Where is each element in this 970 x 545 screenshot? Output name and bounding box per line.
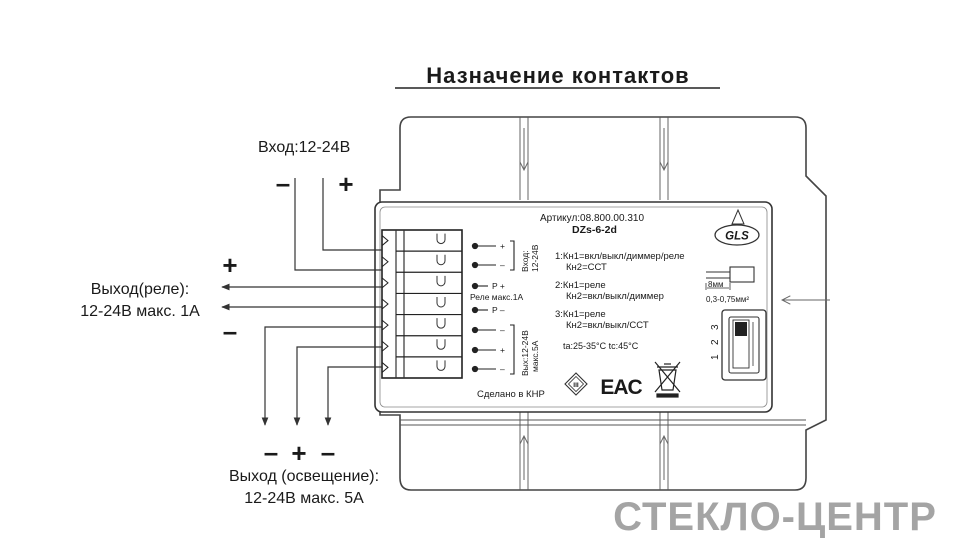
strip-length: 8мм (708, 280, 723, 289)
terminal-in-label-a: Вход: (520, 250, 530, 272)
relay-plus-sign: + (222, 250, 237, 280)
gls-logo-text: GLS (725, 231, 749, 243)
mode-1-line2: Кн2=ССТ (566, 262, 607, 273)
terminal-relay-plus: P + (492, 281, 505, 291)
relay-output-line1: Выход(реле): (91, 281, 189, 298)
terminal-notch (381, 319, 389, 331)
switch-position-1: 1 (710, 354, 721, 360)
switch-position-3: 3 (710, 324, 721, 330)
temperature-rating: ta:25-35°C tc:45°C (563, 341, 639, 351)
eac-mark: EAC (600, 376, 642, 399)
terminal-notch (381, 340, 389, 352)
terminal-notch (381, 362, 389, 373)
light-minus-sign-2: – (321, 437, 335, 467)
watermark-text: СТЕКЛО-ЦЕНТР (613, 495, 937, 539)
relay-output-line2: 12-24В макс. 1А (80, 303, 200, 320)
switch-position-2: 2 (710, 339, 721, 345)
input-label: Вход:12-24В (258, 139, 350, 156)
wire-strip-icon (705, 266, 755, 290)
mode-3-line2: Кн2=вкл/выкл/ССТ (566, 320, 649, 331)
terminal-notch (381, 298, 389, 310)
class-iii-icon: III (564, 372, 588, 396)
terminal-in-label-b: 12-24В (530, 244, 540, 272)
light-plus-sign: + (291, 438, 306, 468)
terminal-screw-icon (436, 360, 446, 371)
light-output-line1: Выход (освещение): (229, 468, 379, 485)
made-in-label: Сделано в КНР (477, 389, 545, 400)
terminal-out-label-a: Вых:12-24В (520, 330, 530, 376)
light-minus-sign-1: – (264, 437, 278, 467)
terminal-block (381, 229, 463, 379)
light-output-line2: 12-24В макс. 5А (244, 490, 364, 507)
mode-switch[interactable] (721, 309, 767, 381)
terminal-screw-icon (436, 254, 446, 266)
terminal-screw-icon (436, 233, 446, 245)
page-title: Назначение контактов (426, 63, 689, 88)
terminal-screw-icon (436, 297, 446, 308)
terminal-out-label-b: макс.5А (530, 340, 540, 372)
mode-switch-slider[interactable] (735, 322, 747, 336)
terminal-out-minus-1: – (500, 325, 505, 335)
weee-bin-icon (654, 361, 681, 398)
mode-list: 1:Кн1=вкл/выкл/диммер/реле Кн2=ССТ 2:Кн1… (555, 251, 685, 331)
wire-section: 0,3-0,75мм² (706, 295, 749, 304)
terminal-in-plus: + (500, 241, 505, 251)
gls-logo: GLS (714, 208, 760, 246)
mode-3-line1: 3:Кн1=реле (555, 309, 606, 320)
terminal-screw-icon (436, 318, 446, 329)
terminal-notch (381, 235, 389, 246)
relay-minus-sign: – (223, 316, 237, 346)
terminal-relay-minus: P – (492, 305, 505, 315)
terminal-relay-max: Реле макс.1А (470, 292, 524, 302)
class-iii-text: III (573, 382, 579, 389)
mode-2-line2: Кн2=вкл/выкл/диммер (566, 291, 664, 302)
mode-1-line1: 1:Кн1=вкл/выкл/диммер/реле (555, 251, 685, 262)
terminal-out-minus-2: – (500, 364, 505, 374)
terminal-notch (381, 256, 389, 268)
terminal-labels: + – P + Реле макс.1А P – – + – Вход: 12-… (470, 240, 540, 376)
terminal-screw-icon (436, 339, 446, 350)
mode-2-line1: 2:Кн1=реле (555, 280, 606, 291)
input-minus-sign: – (276, 168, 290, 198)
terminal-screw-icon (436, 275, 446, 287)
terminal-notch (381, 277, 389, 289)
external-wiring (221, 178, 382, 426)
terminal-in-minus: – (500, 260, 505, 270)
device-article: Артикул:08.800.00.310 (540, 213, 644, 224)
device-model: DZs-6-2d (572, 224, 617, 236)
terminal-out-plus: + (500, 345, 505, 355)
input-plus-sign: + (338, 169, 353, 199)
